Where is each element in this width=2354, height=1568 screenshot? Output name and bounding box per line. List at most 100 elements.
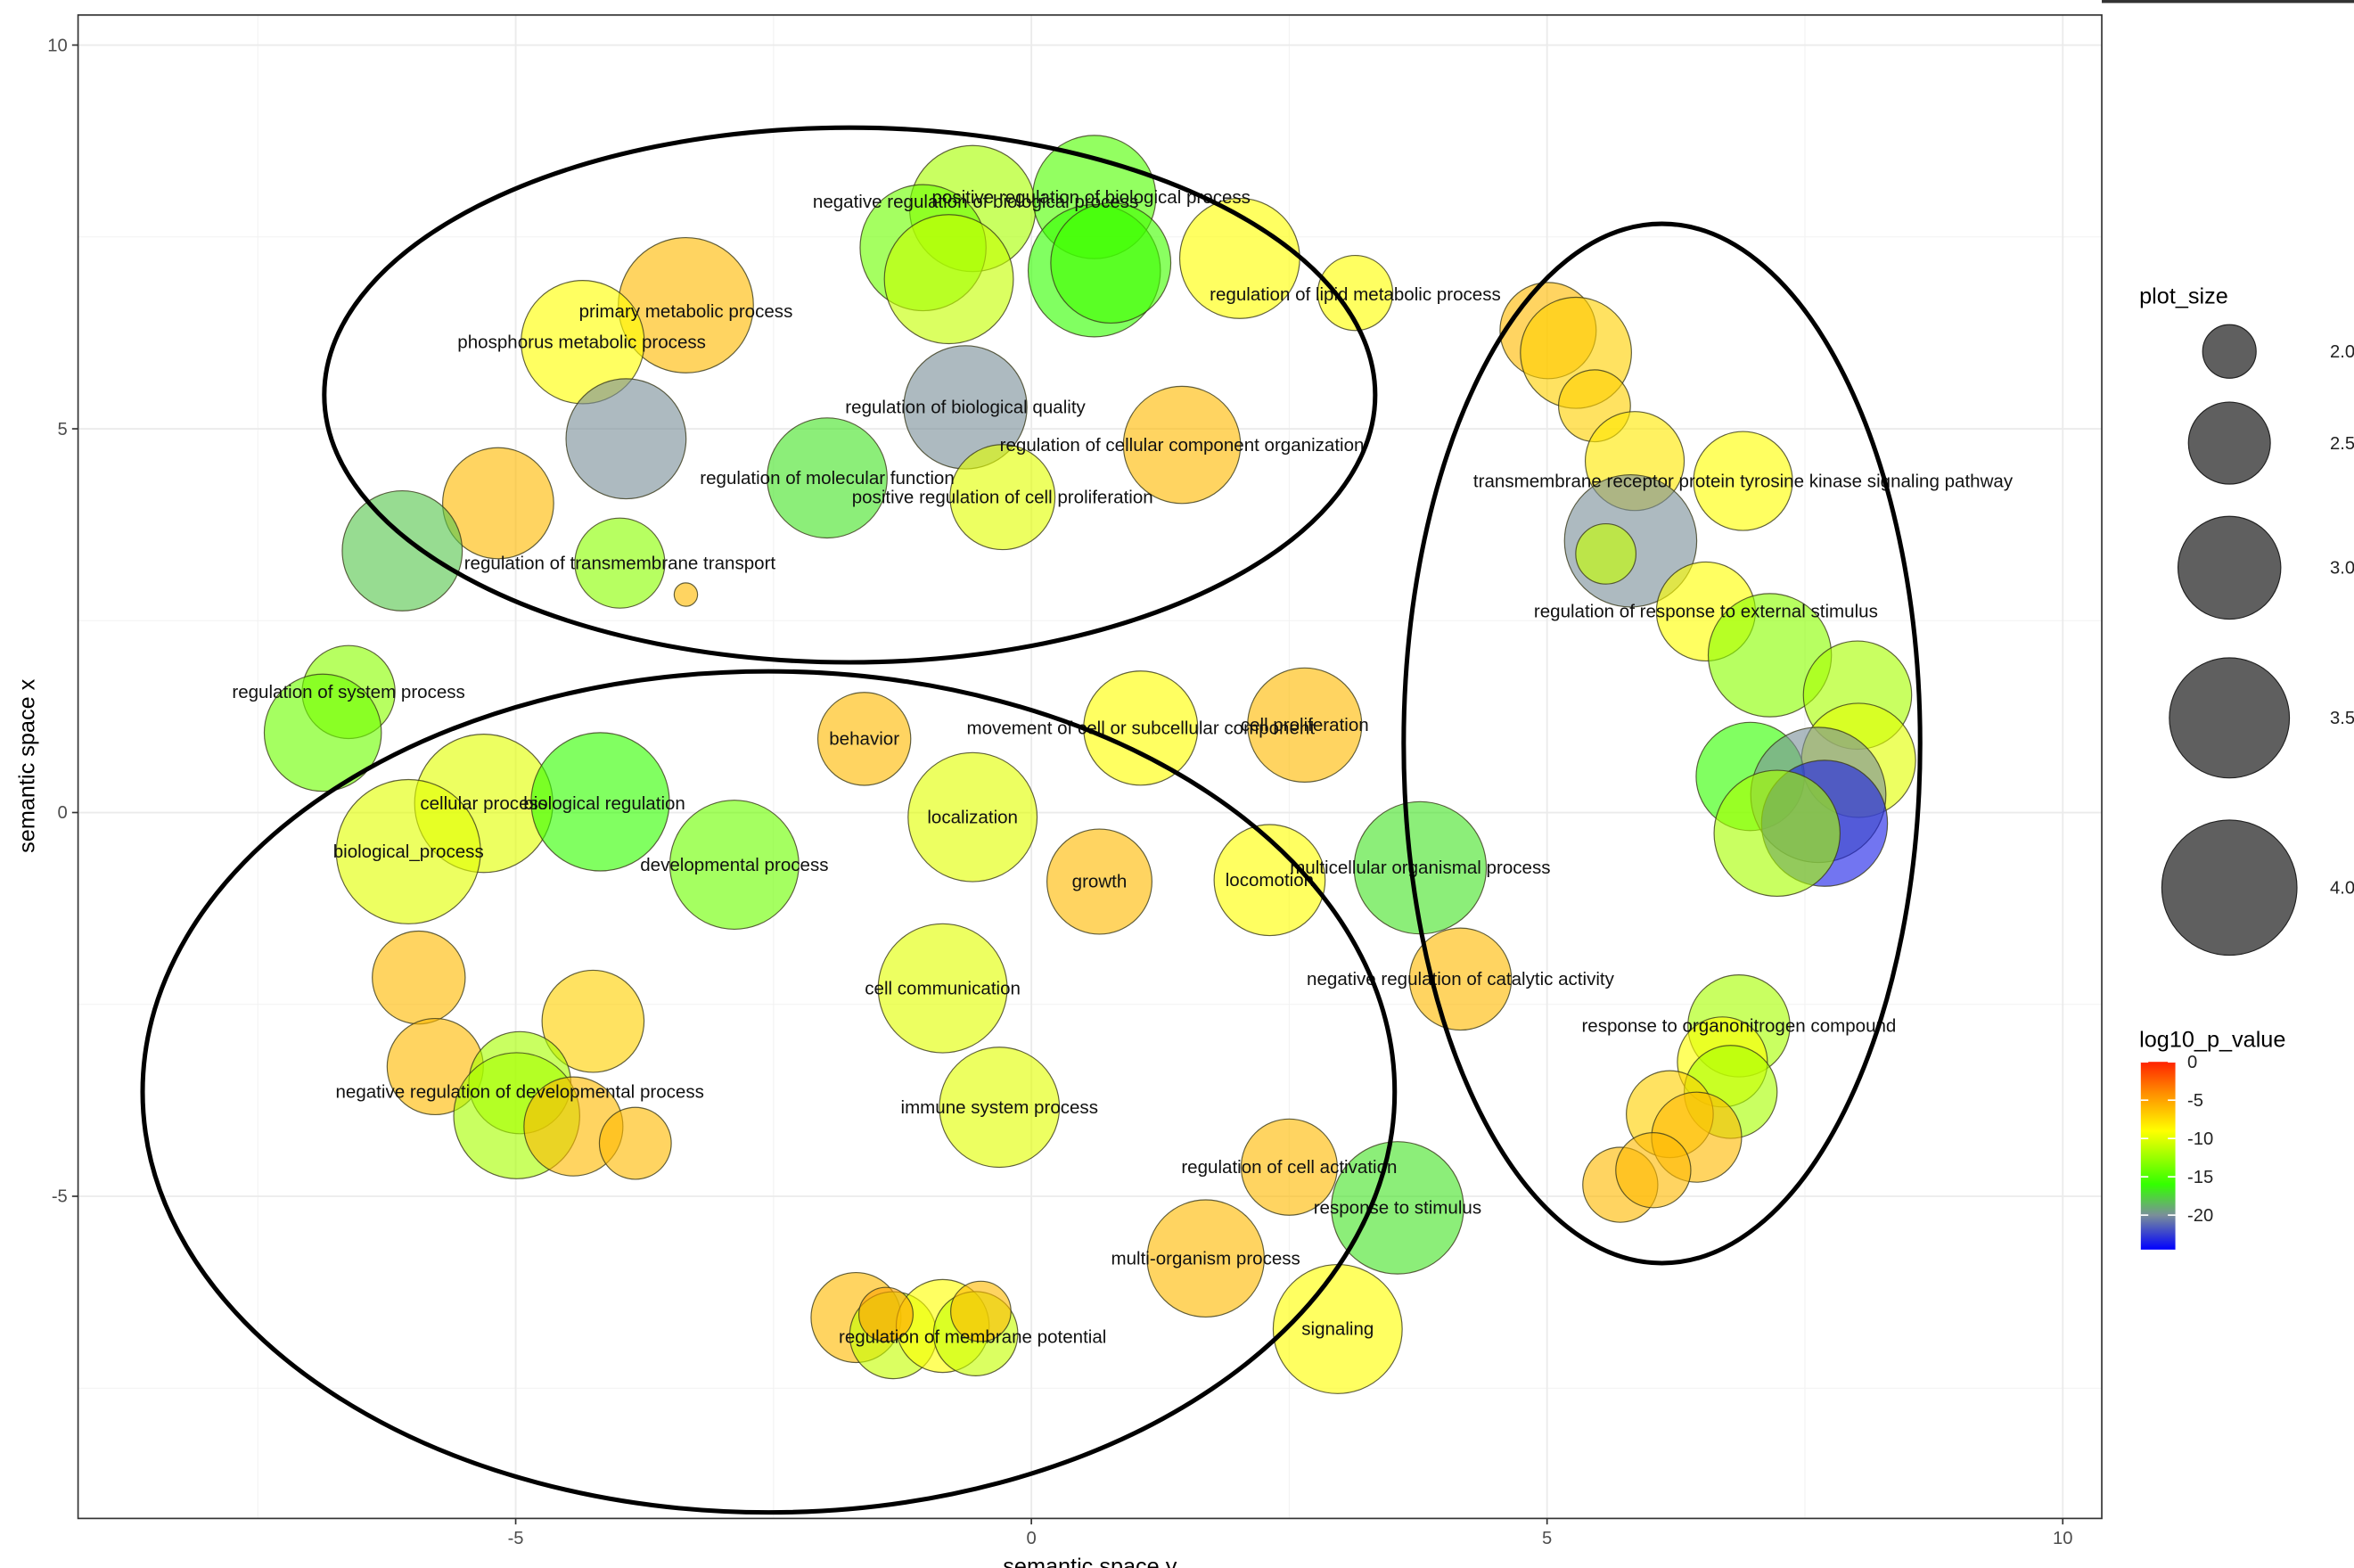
size-legend-circle [2161, 819, 2298, 956]
size-legend-label: 4.0 [2330, 878, 2354, 898]
size-legend-label: 3.5 [2330, 709, 2354, 728]
x-tick-label: -5 [508, 1529, 524, 1548]
bubble [1713, 769, 1841, 898]
bubble-label: cellular process [420, 793, 547, 814]
y-axis-title: semantic space x [15, 678, 40, 852]
bubble-label: regulation of membrane potential [839, 1326, 1106, 1347]
y-tick-label: 10 [47, 36, 67, 55]
bubble-label: cell proliferation [1241, 715, 1369, 735]
bubble-label: regulation of transmembrane transport [464, 553, 776, 573]
bubble [857, 1286, 914, 1342]
bubble [530, 732, 670, 872]
bubble [442, 447, 554, 560]
bubble [767, 417, 888, 539]
size-legend-circle [2177, 515, 2282, 620]
bubble-label: biological_process [333, 841, 484, 862]
y-tick-label: 0 [58, 803, 68, 823]
color-legend-bar [2140, 1062, 2176, 1250]
bubble [1146, 1199, 1265, 1318]
y-tick-label: 5 [58, 420, 68, 439]
bubble-label: behavior [829, 729, 899, 750]
bubble [1122, 385, 1242, 505]
bubble [949, 444, 1056, 551]
labels-layer: positive regulation of biological proces… [232, 187, 2014, 1348]
cluster-ellipse-right [1401, 221, 1923, 1266]
cluster-ellipses [140, 125, 1923, 1515]
bubble [1693, 431, 1793, 531]
size-legend-circle [2169, 657, 2291, 779]
x-axis-title: semantic space y [1003, 1555, 1177, 1568]
size-legend-circle [2202, 324, 2257, 379]
bubble [598, 1106, 672, 1180]
color-legend-label: -10 [2187, 1129, 2213, 1149]
bubble-label: locomotion [1226, 870, 1314, 891]
bubble-label: response to organonitrogen compound [1581, 1016, 1896, 1037]
x-tick-label: 0 [1026, 1529, 1036, 1548]
bubble-label: regulation of system process [232, 682, 464, 702]
bubble-label: negative regulation of developmental pro… [335, 1082, 703, 1103]
bubble [372, 930, 466, 1025]
bubble-label: phosphorus metabolic process [457, 332, 706, 352]
cluster-ellipse-bottom [140, 669, 1398, 1515]
bubble-label: regulation of response to external stimu… [1534, 602, 1878, 622]
bubble [1408, 927, 1513, 1031]
axis-ticks: -5 0 5 10 -5 0 5 10 [47, 36, 2072, 1548]
bubble [939, 1047, 1061, 1169]
color-legend-label: -5 [2187, 1091, 2203, 1111]
x-tick-label: 10 [2053, 1529, 2072, 1548]
cluster-ellipse-top [322, 125, 1378, 665]
bubble [565, 378, 687, 500]
size-legend-label: 2.5 [2330, 434, 2354, 454]
bubble-label: regulation of cellular component organiz… [1000, 435, 1365, 456]
bubble-label: regulation of biological quality [845, 398, 1086, 418]
bubble-label: movement of cell or subcellular componen… [967, 718, 1316, 739]
size-legend-label: 2.0 [2330, 342, 2354, 362]
bubble-label: regulation of cell activation [1181, 1157, 1397, 1178]
bubble-label: multicellular organismal process [1290, 858, 1550, 878]
bubble [668, 800, 800, 931]
bubble-label: primary metabolic process [579, 301, 793, 322]
size-legend-label: 3.0 [2330, 559, 2354, 579]
bubble-label: immune system process [901, 1097, 1098, 1118]
bubble [1316, 254, 1394, 332]
bubble [877, 923, 1008, 1054]
bubble [1575, 522, 1637, 585]
bubble [950, 1280, 1012, 1342]
bubble [1046, 828, 1152, 935]
bubble-label: cell communication [865, 978, 1021, 998]
bubble-label: regulation of lipid metabolic process [1210, 284, 1501, 305]
bubble [335, 778, 481, 924]
bubble-label: positive regulation of cell proliferatio… [852, 487, 1153, 507]
color-legend-title: log10_p_value [2139, 1027, 2285, 1052]
bubble-label: response to stimulus [1314, 1198, 1481, 1219]
bubble [1213, 824, 1326, 937]
bubble [541, 969, 645, 1073]
bubble [1240, 1118, 1338, 1216]
bubble [263, 673, 382, 792]
x-tick-label: 5 [1542, 1529, 1552, 1548]
bubble [341, 489, 463, 612]
color-legend-label: 0 [2187, 1053, 2197, 1072]
bubble [673, 582, 699, 607]
bubble-label: transmembrane receptor protein tyrosine … [1473, 471, 2014, 491]
bubble [1247, 667, 1363, 783]
color-legend-label: -20 [2187, 1206, 2213, 1226]
bubble [1615, 1132, 1692, 1209]
bubble-label: localization [927, 807, 1018, 827]
size-legend-circle [2187, 401, 2271, 485]
bubble-label: growth [1072, 872, 1128, 892]
bubbles-layer [263, 135, 1916, 1394]
bubble [816, 692, 912, 786]
bubble-label: regulation of molecular function [700, 468, 954, 488]
bubble-label: multi-organism process [1111, 1248, 1300, 1268]
bubble-label: biological regulation [523, 793, 685, 814]
bubble [907, 751, 1038, 883]
size-legend-title: plot_size [2139, 283, 2228, 308]
bubble [574, 517, 666, 609]
y-tick-label: -5 [52, 1187, 68, 1207]
bubble-label: signaling [1301, 1319, 1374, 1340]
bubble-label: positive regulation of biological proces… [932, 187, 1251, 208]
color-legend-label: -15 [2187, 1168, 2213, 1187]
